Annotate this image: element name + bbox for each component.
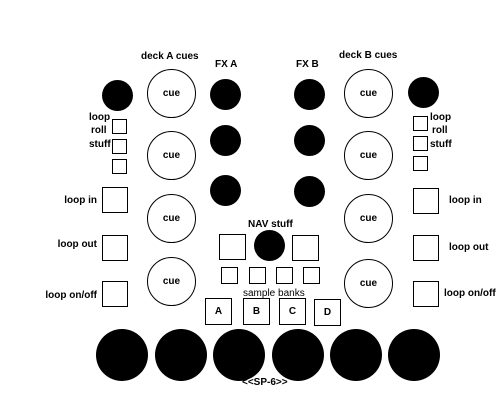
deck-a-cue-pad-1[interactable]: cue <box>147 69 196 118</box>
sample-banks-label: sample banks <box>243 288 305 299</box>
sample-bank-b-button[interactable]: B <box>243 298 270 325</box>
nav-stuff-label: NAV stuff <box>248 219 293 230</box>
sample-bank-key-label: D <box>323 307 332 318</box>
sample-pad-2[interactable] <box>155 329 207 381</box>
deck-a-cue-pad-3[interactable]: cue <box>147 194 196 243</box>
sample-pad-3[interactable] <box>213 329 265 381</box>
cue-pad-label: cue <box>162 213 181 224</box>
loop-roll-stuff-label-right-2: roll <box>432 125 448 136</box>
sample-bank-c-button[interactable]: C <box>279 298 306 325</box>
loop-roll-stuff-label-left-3: stuff <box>89 139 111 150</box>
fx-b-label: FX B <box>296 59 319 70</box>
sample-bank-key-label: C <box>288 306 297 317</box>
sample-pad-6[interactable] <box>388 329 440 381</box>
loop-out-button-left[interactable] <box>102 235 128 261</box>
deck-a-cues-label: deck A cues <box>141 51 199 62</box>
fx-b-button-2[interactable] <box>294 125 325 156</box>
sample-bank-key-label: B <box>252 306 261 317</box>
cue-pad-label: cue <box>359 213 378 224</box>
loop-onoff-label-right: loop on/off <box>444 288 496 299</box>
deck-b-cue-pad-4[interactable]: cue <box>344 259 393 308</box>
cue-pad-label: cue <box>359 88 378 99</box>
nav-small-button-1[interactable] <box>221 267 238 284</box>
nav-small-button-4[interactable] <box>303 267 320 284</box>
loop-roll-stuff-label-left-1: loop <box>89 112 111 123</box>
deck-b-cue-pad-3[interactable]: cue <box>344 194 393 243</box>
loop-in-label-left: loop in <box>64 195 97 206</box>
sample-bank-d-button[interactable]: D <box>314 299 341 326</box>
fx-a-label: FX A <box>215 59 238 70</box>
deck-b-cue-pad-1[interactable]: cue <box>344 69 393 118</box>
fx-b-button-1[interactable] <box>294 79 325 110</box>
loop-out-button-right[interactable] <box>413 235 439 261</box>
loop-onoff-label-left: loop on/off <box>45 290 97 301</box>
loop-out-label-left: loop out <box>57 239 97 250</box>
nav-small-button-3[interactable] <box>276 267 293 284</box>
loop-roll-button-right-1[interactable] <box>413 116 428 131</box>
sample-bank-a-button[interactable]: A <box>205 298 232 325</box>
deck-b-top-button[interactable] <box>408 77 439 108</box>
loop-roll-stuff-label-left-2: roll <box>91 125 107 136</box>
cue-pad-label: cue <box>162 88 181 99</box>
sample-bank-key-label: A <box>214 306 223 317</box>
loop-roll-button-left-3[interactable] <box>112 159 127 174</box>
sample-pad-5[interactable] <box>330 329 382 381</box>
deck-a-cue-pad-4[interactable]: cue <box>147 257 196 306</box>
fx-a-button-2[interactable] <box>210 125 241 156</box>
loop-roll-button-right-3[interactable] <box>413 156 428 171</box>
sp6-label: <<SP-6>> <box>242 377 288 388</box>
nav-small-button-2[interactable] <box>249 267 266 284</box>
loop-roll-stuff-label-right-1: loop <box>430 112 452 123</box>
loop-onoff-button-right[interactable] <box>413 281 439 307</box>
nav-knob[interactable] <box>254 230 285 261</box>
sample-pad-4[interactable] <box>272 329 324 381</box>
loop-in-button-right[interactable] <box>413 188 439 214</box>
loop-in-button-left[interactable] <box>102 187 128 213</box>
cue-pad-label: cue <box>359 150 378 161</box>
deck-b-cue-pad-2[interactable]: cue <box>344 131 393 180</box>
loop-onoff-button-left[interactable] <box>102 281 128 307</box>
nav-button-right[interactable] <box>292 235 319 261</box>
fx-b-button-3[interactable] <box>294 176 325 207</box>
loop-in-label-right: loop in <box>449 195 482 206</box>
fx-a-button-3[interactable] <box>210 175 241 206</box>
loop-out-label-right: loop out <box>449 242 489 253</box>
loop-roll-stuff-label-right-3: stuff <box>430 139 452 150</box>
deck-a-cue-pad-2[interactable]: cue <box>147 131 196 180</box>
nav-button-left[interactable] <box>219 234 246 260</box>
cue-pad-label: cue <box>162 150 181 161</box>
loop-roll-button-right-2[interactable] <box>413 136 428 151</box>
deck-b-cues-label: deck B cues <box>339 50 398 61</box>
loop-roll-button-left-2[interactable] <box>112 139 127 154</box>
loop-roll-button-left-1[interactable] <box>112 119 127 134</box>
deck-a-top-button[interactable] <box>102 80 133 111</box>
sample-pad-1[interactable] <box>96 329 148 381</box>
fx-a-button-1[interactable] <box>210 79 241 110</box>
cue-pad-label: cue <box>162 276 181 287</box>
cue-pad-label: cue <box>359 278 378 289</box>
